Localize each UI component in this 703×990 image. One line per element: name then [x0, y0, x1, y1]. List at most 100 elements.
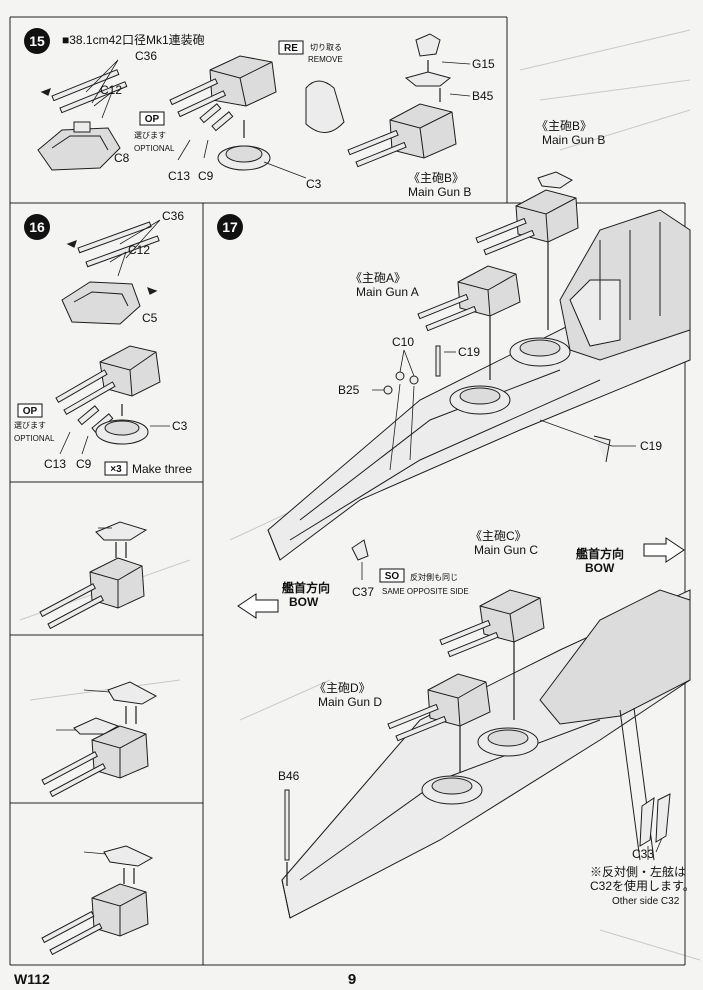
barrel-assembly-16 [66, 219, 161, 295]
barrel-assembly-15 [40, 59, 128, 119]
panel-gun-c [41, 681, 158, 798]
part-c5-label: C5 [142, 311, 158, 325]
gun-d-en-17: Main Gun D [318, 695, 382, 709]
part-c9-label: C9 [198, 169, 214, 183]
parts-c33 [639, 793, 671, 860]
op-15-jp: 選びます [134, 130, 166, 140]
step-17-number: 17 [222, 219, 238, 235]
turret-ring-16 [95, 404, 170, 445]
plate-c7-c [107, 681, 158, 705]
main-gun-d-17 [387, 673, 491, 772]
main-gun-a-17 [417, 265, 521, 380]
gun-b-jp-15: 《主砲B》 [408, 171, 464, 185]
op-16-jp: 選びます [14, 420, 46, 430]
part-c12-label: C12 [100, 83, 122, 97]
step-16-badge [24, 214, 50, 240]
bow-en-1: BOW [289, 595, 319, 609]
part-c33-label: C33 [632, 847, 654, 861]
re-en: REMOVE [308, 55, 343, 64]
part-c3-label-16: C3 [172, 419, 188, 433]
plate-c7-d [103, 845, 154, 867]
hull-stern-section [281, 589, 691, 919]
panel-borders [9, 16, 686, 966]
so-tag [379, 568, 405, 583]
part-c37-label: C37 [352, 585, 374, 599]
part-g15-label: G15 [472, 57, 495, 71]
part-b25-label: B25 [338, 383, 360, 397]
so-en: SAME OPPOSITE SIDE [382, 587, 469, 596]
step-15: 15 ■38.1cm42口径Mk1連装砲 C36 C12 C8 OP 選びます … [24, 28, 495, 199]
x3-tag [104, 461, 128, 476]
part-c12-label-16: C12 [128, 243, 150, 257]
step-15-title: ■38.1cm42口径Mk1連装砲 [62, 33, 205, 47]
mast-b46 [284, 789, 290, 861]
re-tag [278, 40, 304, 55]
part-c13-label-16: C13 [44, 457, 66, 471]
gun-b-jp-17: 《主砲B》 [536, 119, 592, 133]
part-b46-label: B46 [278, 769, 300, 783]
main-gun-c-17 [439, 589, 545, 720]
note-jp-1: ※反対側・左舷は [590, 864, 686, 879]
step-15-number: 15 [29, 33, 45, 49]
note-jp-2: C32を使用します。 [590, 878, 695, 893]
op-tag-15-text: OP [145, 114, 160, 125]
turret-base-c5 [61, 281, 141, 325]
gun-c-en-17: Main Gun C [474, 543, 538, 557]
gun-d-jp-17: 《主砲D》 [314, 681, 371, 695]
step-15-badge [24, 28, 50, 54]
so-jp: 反対側も同じ [410, 572, 458, 582]
re-tag-text: RE [284, 43, 298, 54]
part-c8-label: C8 [114, 151, 130, 165]
bow-arrow-right [643, 537, 685, 563]
x3-tag-text: ×3 [110, 464, 122, 475]
step-17: 17 《主砲B》 Main Gun B [217, 119, 695, 919]
gun-b-en-15: Main Gun B [408, 185, 471, 199]
part-c36-label: C36 [135, 49, 157, 63]
part-c36-label-16: C36 [162, 209, 184, 223]
gun-b-en-17: Main Gun B [542, 133, 605, 147]
part-b45-label: B45 [472, 89, 494, 103]
step-17-badge [217, 214, 243, 240]
x3-text: Make three [132, 462, 192, 476]
panel-gun-d [41, 845, 154, 956]
note-en: Other side C32 [612, 896, 680, 907]
plate-b2 [95, 521, 148, 541]
panel-gun-a [39, 521, 148, 630]
tampion-parts-c9 [177, 103, 234, 161]
step-16-number: 16 [29, 219, 45, 235]
removed-plate [305, 80, 345, 133]
part-c13-label: C13 [168, 169, 190, 183]
footer-code: W112 [14, 971, 50, 987]
part-c10-label: C10 [392, 335, 414, 349]
op-tag-16 [17, 403, 43, 418]
turret-housing-16 [55, 345, 161, 416]
main-gun-b-assembly-15 [347, 33, 471, 168]
so-tag-text: SO [385, 571, 400, 582]
main-gun-b-17 [475, 171, 579, 330]
part-c19-label-lower: C19 [640, 439, 662, 453]
bow-en-2: BOW [585, 561, 615, 575]
bow-small-parts [351, 345, 636, 580]
hull-bow-section [267, 209, 691, 561]
turret-housing-15 [169, 55, 277, 118]
part-c9-label-16: C9 [76, 457, 92, 471]
op-tag-15 [139, 111, 165, 126]
op-16-en: OPTIONAL [14, 434, 55, 443]
turret-base-c8 [37, 121, 121, 171]
op-tag-16-text: OP [23, 406, 38, 417]
bow-arrow-left [237, 593, 279, 619]
page-number: 9 [348, 971, 356, 988]
part-c3-label: C3 [306, 177, 322, 191]
re-jp: 切り取る [310, 43, 342, 52]
gun-a-jp-17: 《主砲A》 [350, 271, 406, 285]
bow-jp-2: 艦首方向 [576, 546, 624, 561]
part-c19-label-upper: C19 [458, 345, 480, 359]
turret-ring-c3 [217, 120, 307, 179]
op-15-en: OPTIONAL [134, 144, 175, 153]
step-16: 16 C36 C12 C5 [14, 209, 192, 476]
gun-a-en-17: Main Gun A [356, 285, 419, 299]
bow-jp-1: 艦首方向 [282, 580, 330, 595]
gun-a-turret [89, 557, 145, 609]
gun-c-jp-17: 《主砲C》 [470, 529, 527, 543]
